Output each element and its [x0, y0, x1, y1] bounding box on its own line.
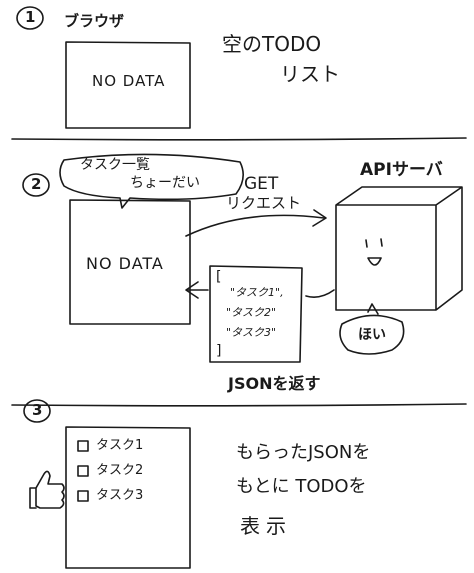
- checkbox-3: [77, 490, 89, 502]
- empty-list-note-line1: 空のTODO: [222, 32, 322, 56]
- browser-box-1-text: NO DATA: [92, 72, 166, 90]
- cube-mouth: [367, 257, 382, 266]
- step-circle-3: [23, 399, 51, 423]
- browser-label: ブラウザ: [64, 12, 125, 30]
- request-arrow-head: [312, 209, 327, 227]
- result-note-line2: もとに TODOを: [236, 476, 367, 497]
- step-number-2: 2: [31, 175, 42, 193]
- json-caption: JSONを返す: [228, 374, 321, 393]
- step-circle-1: [16, 6, 44, 30]
- task-item-2: タスク2: [96, 463, 144, 478]
- step-number-3: 3: [32, 401, 43, 419]
- empty-list-note-line2: リスト: [280, 62, 340, 86]
- request-arrow: [185, 214, 325, 237]
- request-bubble-line2: ちょーだい: [130, 175, 200, 191]
- json-box: [209, 265, 303, 363]
- result-note-line3: 表示: [240, 514, 292, 538]
- task-item-1: タスク1: [96, 438, 144, 453]
- json-item-3: "タスク3": [226, 326, 277, 339]
- checkbox-2: [77, 465, 89, 477]
- browser-box-2-text: NO DATA: [86, 254, 164, 273]
- step-number-1: 1: [25, 8, 36, 26]
- json-close-bracket: ]: [216, 343, 222, 359]
- reply-bubble: [339, 303, 405, 355]
- response-arrow-head: [185, 281, 199, 299]
- cube-eye-right: [380, 238, 383, 247]
- server-cube: [335, 186, 463, 311]
- response-arrow: [305, 289, 335, 298]
- request-bubble-line1: タスク一覧: [80, 157, 150, 173]
- browser-box-3: [65, 426, 191, 569]
- thumbs-up-icon: [29, 470, 65, 509]
- server-reply: ほい: [358, 327, 386, 343]
- checkbox-1: [77, 440, 89, 452]
- divider-2: [11, 403, 467, 407]
- result-note-line1: もらったJSONを: [236, 442, 371, 463]
- browser-box-1: [65, 41, 191, 129]
- json-open-bracket: [: [216, 269, 222, 285]
- task-item-3: タスク3: [96, 488, 144, 503]
- divider-1: [11, 137, 467, 141]
- request-label-line1: GET: [244, 174, 279, 194]
- json-item-2: "タスク2": [226, 306, 277, 319]
- browser-box-2: [69, 199, 191, 325]
- cube-eye-left: [365, 239, 368, 248]
- step-circle-2: [22, 173, 50, 197]
- json-item-1: "タスク1",: [230, 286, 284, 299]
- request-label-line2: リクエスト: [226, 194, 302, 212]
- server-label: APIサーバ: [360, 160, 443, 180]
- request-bubble: [59, 153, 244, 209]
